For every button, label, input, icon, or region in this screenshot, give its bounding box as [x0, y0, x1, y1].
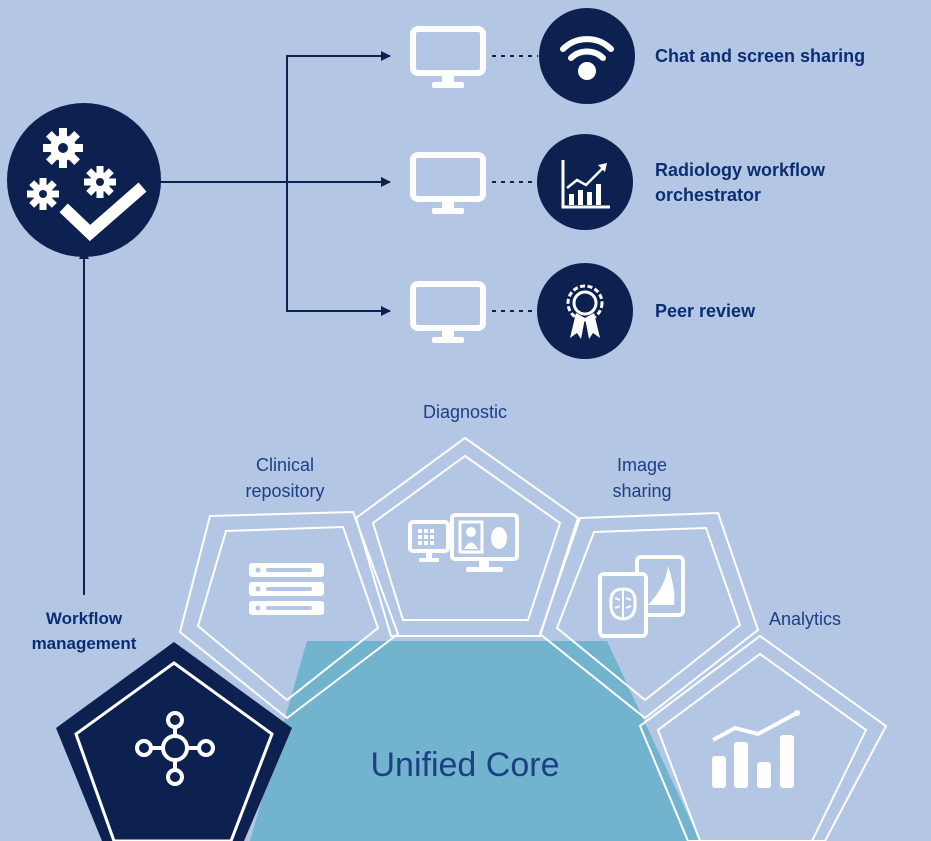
hub-network-icon — [135, 711, 215, 786]
monitor-icon — [410, 26, 486, 88]
brain-image-icon — [598, 555, 685, 638]
gears-check-icon — [7, 103, 161, 257]
monitor-icon — [410, 281, 486, 343]
module-clinical-repository — [178, 510, 400, 720]
service-label-peer-review: Peer review — [655, 301, 756, 321]
module-label-analytics: Analytics — [768, 609, 842, 629]
arrow-to-peer-review — [286, 182, 391, 316]
module-label-clinical-line2: repository — [245, 481, 325, 501]
module-analytics — [638, 634, 888, 841]
service-label-chat: Chat and screen sharing — [655, 46, 866, 66]
chart-growth-icon — [537, 134, 633, 230]
module-diagnostic — [354, 436, 580, 637]
module-label-clinical-line1: Clinical — [255, 455, 315, 475]
module-label-image-line1: Image — [616, 455, 668, 475]
server-icon — [249, 563, 324, 615]
core-pentagon — [250, 641, 700, 841]
service-label-orchestrator-line1: Radiology workflow — [655, 160, 826, 180]
module-workflow-management — [56, 642, 292, 841]
award-ribbon-icon — [537, 263, 633, 359]
core-label: Unified Core — [370, 746, 560, 784]
monitor-icon — [410, 152, 486, 214]
module-label-workflow-line1: Workflow — [45, 609, 123, 628]
workstation-icon — [408, 513, 519, 572]
module-label-diagnostic: Diagnostic — [422, 402, 508, 422]
module-label-image-line2: sharing — [612, 481, 672, 501]
analytics-chart-icon — [712, 710, 800, 788]
wifi-icon — [539, 8, 635, 104]
module-label-workflow-line2: management — [31, 634, 137, 653]
service-label-orchestrator-line2: orchestrator — [655, 185, 762, 205]
connector-lines — [79, 51, 538, 595]
module-image-sharing — [538, 511, 760, 720]
arrow-to-chat — [286, 51, 391, 182]
